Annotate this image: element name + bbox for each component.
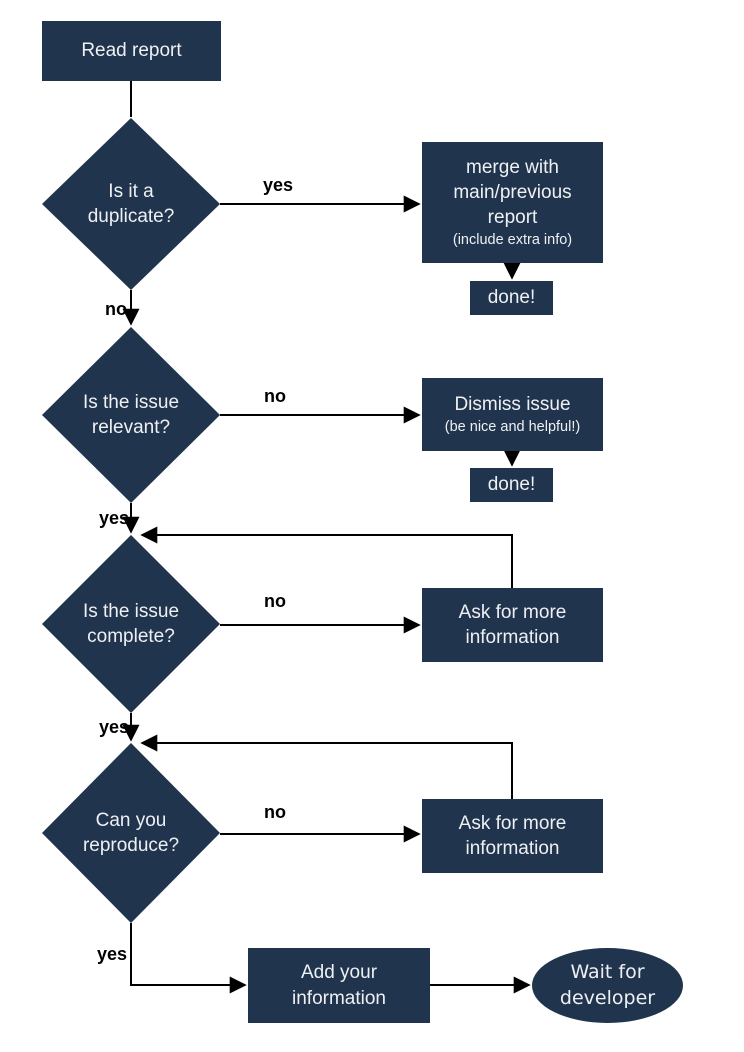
node-is-relevant-label: Is the issue relevant? bbox=[82, 391, 180, 438]
edge-label-relevant-yes: yes bbox=[98, 508, 130, 528]
node-ask-more-1: Ask for more information bbox=[422, 588, 603, 662]
node-wait-developer-label: Wait for developer bbox=[559, 961, 656, 1009]
node-read-report: Read report bbox=[42, 21, 221, 81]
node-can-reproduce-label: Can you reproduce? bbox=[82, 809, 180, 856]
node-merge: merge with main/previous report (include… bbox=[422, 142, 603, 263]
node-done-merge: done! bbox=[470, 281, 553, 315]
edge-label-duplicate-yes: yes bbox=[262, 175, 294, 195]
node-read-report-label: Read report bbox=[81, 40, 182, 62]
edge-label-reproduce-no: no bbox=[264, 802, 286, 822]
node-dismiss: Dismiss issue (be nice and helpful!) bbox=[422, 378, 603, 451]
node-ask-more-2: Ask for more information bbox=[422, 799, 603, 873]
edge-reproduce-yes-to-add bbox=[130, 923, 247, 994]
edge-label-relevant-no: no bbox=[264, 386, 286, 406]
node-merge-sublabel: (include extra info) bbox=[452, 232, 573, 249]
node-is-duplicate-label: Is it a duplicate? bbox=[87, 180, 175, 227]
node-add-info-label: Add your information bbox=[292, 962, 386, 1009]
node-done-merge-label: done! bbox=[487, 287, 536, 309]
edge-label-reproduce-yes: yes bbox=[96, 944, 128, 964]
node-dismiss-label: Dismiss issue bbox=[454, 394, 571, 416]
node-done-dismiss-label: done! bbox=[487, 474, 536, 496]
node-merge-label: merge with main/previous report bbox=[453, 156, 572, 229]
node-is-complete-label: Is the issue complete? bbox=[82, 600, 180, 647]
edge-label-complete-yes: yes bbox=[98, 717, 130, 737]
edge-label-duplicate-no: no bbox=[105, 299, 127, 319]
node-dismiss-sublabel: (be nice and helpful!) bbox=[444, 419, 581, 436]
node-ask-more-2-label: Ask for more information bbox=[458, 812, 567, 859]
node-ask-more-1-label: Ask for more information bbox=[458, 601, 567, 648]
node-done-dismiss: done! bbox=[470, 468, 553, 502]
node-wait-developer: Wait for developer bbox=[532, 948, 683, 1023]
edge-label-complete-no: no bbox=[264, 591, 286, 611]
node-add-info: Add your information bbox=[248, 948, 430, 1023]
edge-ask2-loopback-to-reproduce bbox=[140, 734, 513, 799]
edge-ask1-loopback-to-complete bbox=[140, 526, 513, 588]
